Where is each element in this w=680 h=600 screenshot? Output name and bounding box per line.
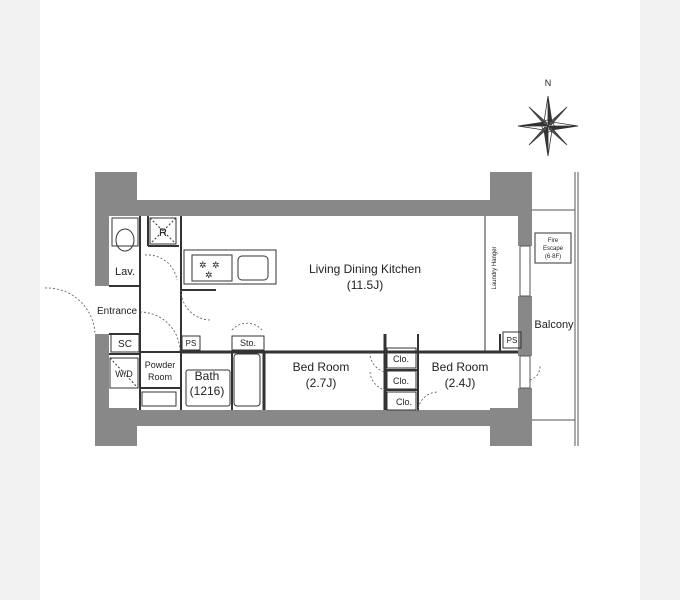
washer-dryer-label: W/D — [115, 369, 133, 379]
fire-escape-line2: Escape — [543, 246, 564, 252]
svg-text:✲: ✲ — [205, 270, 213, 280]
closet-box-1 — [386, 347, 417, 369]
closet-2-label: Clo. — [393, 376, 409, 386]
kitchen-counter — [183, 249, 277, 285]
compass-rose: N — [517, 78, 579, 157]
ps-box-1 — [181, 335, 201, 351]
powder-sink-icon — [141, 391, 177, 407]
bath-name: Bath — [195, 369, 220, 383]
compass-north-label: N — [545, 78, 552, 88]
refrigerator-box — [149, 217, 177, 245]
compass-star-icon — [517, 95, 579, 157]
powder-room-line1: Powder — [145, 360, 176, 370]
room-labels: Living Dining Kitchen (11.5J) Bed Room (… — [97, 262, 574, 398]
balcony-area — [519, 172, 579, 446]
laundry-hanger-label: Laundry Hanger — [492, 246, 498, 289]
bedroom-2-name: Bed Room — [432, 360, 489, 374]
pipe-space-1-label: PS — [186, 339, 197, 348]
shoe-cabinet-label: SC — [118, 339, 132, 350]
storage-box — [231, 335, 265, 351]
storage-label: Sto. — [240, 338, 256, 348]
ldk-size: (11.5J) — [347, 278, 383, 292]
closet-box-3 — [386, 391, 417, 411]
washer-box — [109, 357, 139, 389]
closet-box-2 — [386, 370, 417, 390]
bath-size: (1216) — [190, 384, 225, 398]
refrigerator-label: R — [159, 227, 167, 239]
shoe-cabinet-box — [110, 333, 140, 353]
lav-label: Lav. — [115, 266, 135, 278]
bathtub-icon — [233, 353, 261, 407]
ps-box-2 — [502, 331, 522, 349]
stove-icon — [191, 254, 233, 282]
svg-text:✲: ✲ — [212, 260, 220, 270]
fire-escape-line3: (6·8F) — [545, 254, 561, 260]
toilet-icon — [111, 217, 139, 247]
bedroom-2-size: (2.4J) — [445, 376, 476, 390]
balcony-label: Balcony — [534, 319, 574, 331]
fire-escape-line1: Fire — [548, 238, 559, 244]
sink-icon — [237, 255, 269, 281]
svg-text:✲: ✲ — [199, 260, 207, 270]
bedroom-1-name: Bed Room — [293, 360, 350, 374]
powder-room-line2: Room — [148, 372, 172, 382]
doors — [44, 254, 541, 413]
walls — [95, 172, 532, 446]
closet-1-label: Clo. — [393, 354, 409, 364]
bedroom-1-size: (2.7J) — [306, 376, 337, 390]
bath-tub-outline — [185, 369, 231, 407]
ldk-name: Living Dining Kitchen — [309, 262, 421, 276]
closet-3-label: Clo. — [396, 397, 412, 407]
stove-burners: ✲ ✲ ✲ — [199, 260, 220, 280]
pipe-space-2-label: PS — [507, 336, 518, 345]
fixture-labels: R SC W/D PS Sto. PS Clo. Clo. Clo. Laund… — [115, 227, 563, 407]
entrance-label: Entrance — [97, 306, 137, 317]
fixtures — [109, 217, 522, 411]
